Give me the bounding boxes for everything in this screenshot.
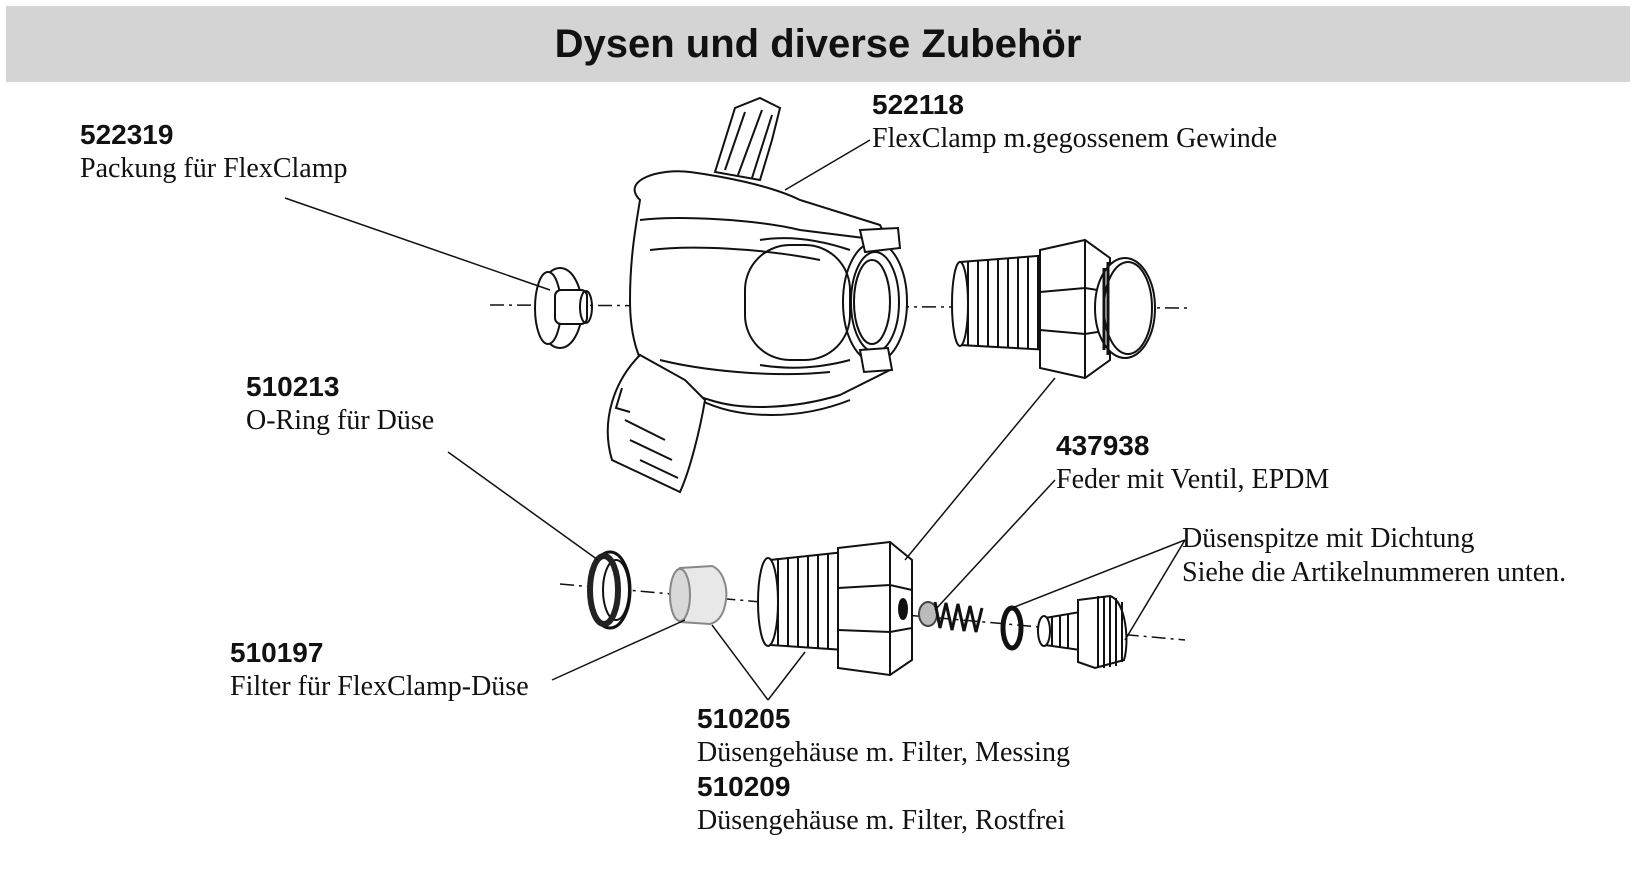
- part-description: Feder mit Ventil, EPDM: [1056, 464, 1330, 495]
- tip-description: Düsenspitze mit Dichtung: [1182, 523, 1475, 554]
- leader-510213: [447, 451, 599, 561]
- flexclamp-part: [606, 96, 908, 494]
- label-510197: 510197 Filter für FlexClamp-Düse: [230, 636, 529, 704]
- leader-510205-b: [767, 651, 806, 701]
- leader-tip: [1124, 539, 1186, 641]
- part-number: 522118: [872, 89, 964, 120]
- part-description: Düsengehäuse m. Filter, Messing: [697, 737, 1070, 768]
- part-description: O-Ring für Düse: [246, 405, 435, 436]
- part-description: Filter für FlexClamp-Düse: [230, 671, 529, 702]
- part-description: FlexClamp m.gegossenem Gewinde: [872, 123, 1278, 154]
- filter-part: [669, 564, 728, 626]
- spring-part: [918, 601, 984, 633]
- nozzle-tip-part: [1037, 594, 1128, 670]
- part-number: 522319: [80, 119, 174, 150]
- nozzle-housing-part: [757, 540, 913, 677]
- label-522118: 522118 FlexClamp m.gegossenem Gewinde: [872, 88, 1277, 156]
- threaded-nipple-upper: [951, 238, 1156, 380]
- header-bar: Dysen und diverse Zubehör: [6, 6, 1630, 82]
- upper-axis-line: [489, 304, 1191, 309]
- leader-tip-seal: [1011, 539, 1186, 609]
- label-437938: 437938 Feder mit Ventil, EPDM: [1056, 429, 1329, 497]
- leader-522319: [284, 197, 551, 291]
- leader-522118: [784, 139, 871, 191]
- part-number: 510197: [230, 637, 324, 668]
- o-ring-part: [587, 550, 632, 630]
- label-nozzle-tip: Düsenspitze mit Dichtung Siehe die Artik…: [1182, 522, 1566, 590]
- part-number: 437938: [1056, 430, 1150, 461]
- part-description: Packung für FlexClamp: [80, 153, 348, 184]
- leader-437938: [934, 479, 1056, 611]
- packing-part: [534, 267, 593, 349]
- leader-510197: [551, 619, 686, 681]
- label-510205: 510205 Düsengehäuse m. Filter, Messing 5…: [697, 702, 1070, 838]
- label-510213: 510213 O-Ring für Düse: [246, 370, 434, 438]
- leader-nipple: [904, 377, 1056, 561]
- part-number: 510213: [246, 371, 340, 402]
- tip-note: Siehe die Artikelnummeren unten.: [1182, 557, 1567, 588]
- tip-seal-part: [1000, 605, 1024, 651]
- part-description-alt: Düsengehäuse m. Filter, Rostfrei: [697, 805, 1066, 836]
- part-number: 510205: [697, 703, 791, 734]
- label-522319: 522319 Packung für FlexClamp: [80, 118, 348, 186]
- part-number-alt: 510209: [697, 771, 791, 802]
- leader-510205-a: [711, 624, 769, 701]
- page-title: Dysen und diverse Zubehör: [554, 21, 1082, 66]
